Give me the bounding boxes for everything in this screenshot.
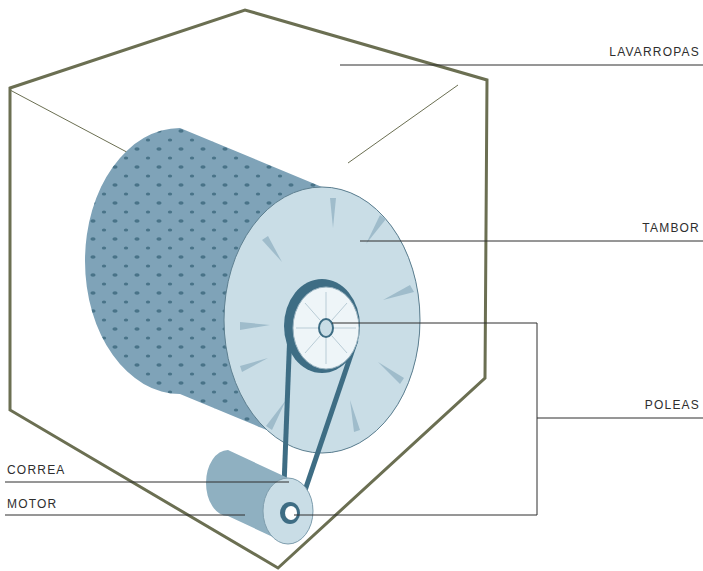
part-label: POLEAS bbox=[645, 398, 700, 412]
drum-pulley bbox=[284, 279, 360, 373]
drum bbox=[80, 120, 420, 460]
part-label: TAMBOR bbox=[642, 221, 700, 235]
leader-lines bbox=[5, 65, 703, 515]
housing-edge bbox=[348, 85, 458, 163]
motor bbox=[206, 450, 313, 544]
housing-outline bbox=[10, 10, 487, 568]
part-label: MOTOR bbox=[7, 497, 57, 511]
part-label: CORREA bbox=[7, 463, 66, 477]
part-label: LAVARROPAS bbox=[609, 45, 700, 59]
